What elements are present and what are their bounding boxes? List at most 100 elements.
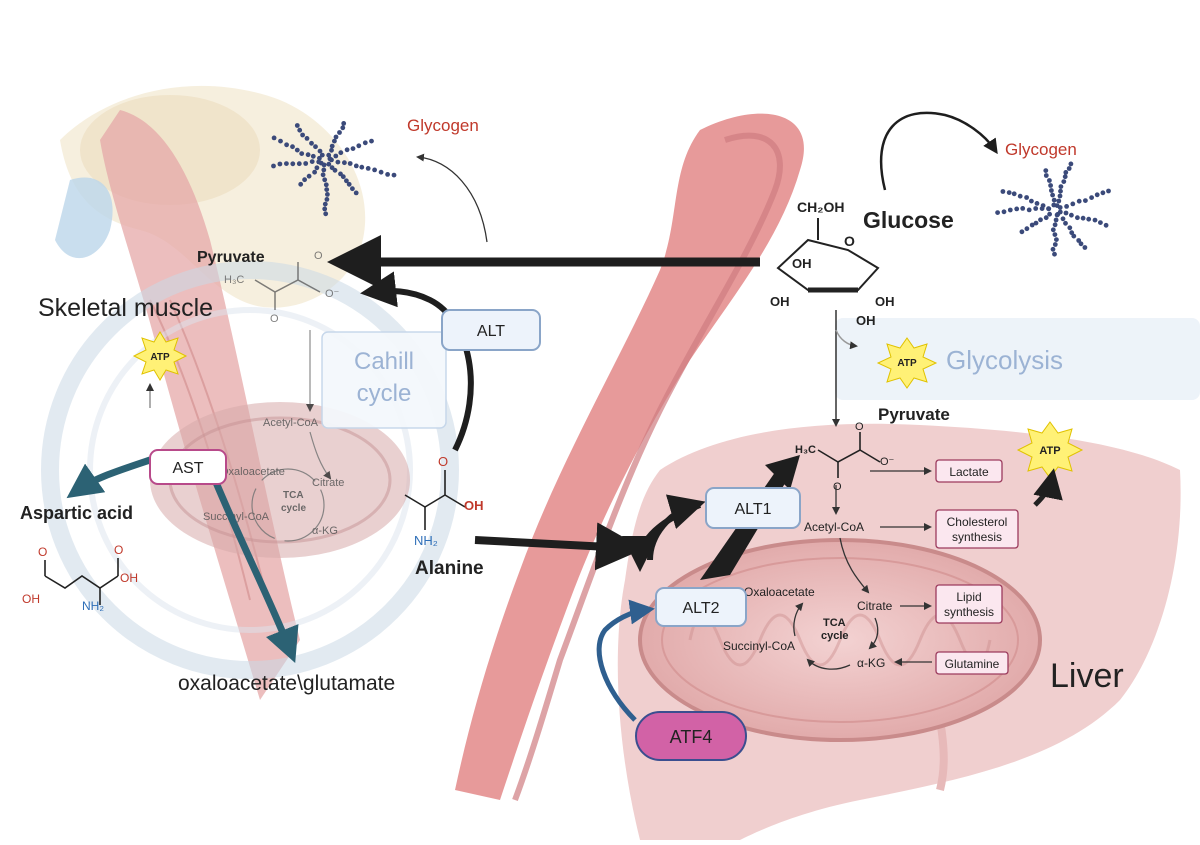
glycogen-dot: [294, 123, 300, 128]
glycogen-dot: [1068, 161, 1074, 167]
glycogen-dot: [391, 172, 397, 178]
glycogen-dot: [365, 166, 371, 171]
glycogen-dot: [322, 201, 328, 207]
muscle-pyruvate-o-bottom: O: [270, 313, 279, 325]
glucose-ch2oh: CH₂OH: [797, 199, 844, 215]
aspartic-o-1: O: [38, 545, 47, 559]
alanine-o: O: [438, 454, 448, 469]
glycogen-dot: [1033, 206, 1039, 211]
glycogen-dot: [1033, 220, 1039, 226]
glycogen-dot: [359, 164, 365, 170]
glycogen-dot: [1070, 201, 1076, 207]
glycogen-dot: [341, 121, 347, 126]
glycogen-dot: [1052, 242, 1058, 247]
glycogen-dot: [378, 169, 384, 175]
glycogen-dot: [1080, 215, 1086, 221]
glycogen-dot: [312, 169, 317, 175]
glycogen-dot: [1020, 206, 1026, 211]
glycogen-dot: [1047, 178, 1052, 183]
muscle-atp-text: ATP: [150, 352, 170, 363]
glycolysis-atp-text: ATP: [897, 358, 917, 369]
glycogen-dot: [1063, 220, 1068, 226]
glycogen-dot: [1052, 232, 1058, 238]
glycogen-dot: [1048, 183, 1053, 188]
cholesterol-line2: synthesis: [952, 530, 1002, 544]
glycogen-dot: [1019, 229, 1025, 235]
glycogen-dot: [326, 152, 332, 158]
muscle-pyruvate-label: Pyruvate: [197, 249, 265, 266]
liver-tca-line2: cycle: [821, 630, 849, 642]
glycogen-dot: [290, 161, 296, 167]
glycogen-dot: [310, 153, 316, 159]
glycogen-dot: [995, 210, 1000, 216]
glycogen-dot: [333, 134, 339, 140]
glycogen-dot: [1052, 251, 1057, 257]
glycogen-dot: [1053, 217, 1059, 223]
glucose-ring-o: O: [844, 233, 855, 249]
cholesterol-box: Cholesterol synthesis: [935, 509, 1019, 549]
glycogen-dot: [1094, 192, 1100, 198]
glycogen-dot: [1063, 170, 1069, 175]
glycogen-dot: [316, 159, 322, 165]
glycogen-dot: [321, 167, 327, 173]
liver-tca-line1: TCA: [823, 617, 846, 629]
glycogen-dot: [1006, 190, 1012, 196]
glycogen-dot: [356, 143, 362, 149]
glycogen-dot: [1071, 233, 1077, 239]
liver-pyruvate-o-minus: O⁻: [880, 456, 895, 468]
glycogen-dot: [1043, 173, 1049, 178]
glycogen-dot: [1058, 188, 1063, 194]
liver-pyruvate-structure: H₃C O O O⁻: [795, 421, 895, 493]
glutamine-box: Glutamine: [935, 651, 1009, 675]
glucose-structure: CH₂OH O OH OH OH OH: [770, 199, 895, 328]
atf4-node-text: ATF4: [670, 727, 713, 747]
glycogen-cluster-icon: [995, 161, 1111, 257]
glycogen-dot: [332, 167, 338, 173]
glycogen-dot: [284, 142, 289, 148]
glycogen-dot: [338, 150, 344, 156]
aspartic-nh2: NH₂: [82, 599, 104, 613]
muscle-oxaloacetate: Oxaloacetate: [220, 466, 285, 478]
muscle-tca: Acetyl-CoA Oxaloacetate Citrate TCA cycl…: [203, 330, 344, 542]
liver-pyruvate-o-top: O: [855, 421, 864, 433]
cahill-line1: Cahill: [354, 348, 414, 375]
glycogen-dot: [326, 161, 332, 167]
glycogen-dot: [1049, 188, 1054, 193]
glycogen-dot: [324, 187, 330, 193]
glycogen-dot: [314, 165, 320, 171]
alanine-structure: O OH NH₂: [404, 454, 484, 548]
glycogen-dot: [362, 140, 368, 146]
glycogen-dot: [290, 144, 295, 150]
liver-akg: α-KG: [857, 656, 885, 670]
glycogen-dot: [325, 192, 330, 197]
muscle-acetyl-coa: Acetyl-CoA: [263, 417, 319, 429]
liver-citrate: Citrate: [857, 599, 893, 613]
muscle-pyruvate-structure: H₃C O O O⁻: [224, 250, 340, 325]
glycogen-dot: [340, 125, 346, 131]
glycogen-dot: [1054, 212, 1060, 218]
glycogen-dot: [1106, 188, 1111, 194]
alanine-label: Alanine: [415, 558, 484, 579]
alt-node: ALT: [441, 309, 541, 351]
glycogen-dot: [323, 182, 329, 188]
glucose-oh-2: OH: [770, 294, 790, 309]
glycogen-dot: [297, 127, 303, 133]
glycogen-dot: [1057, 193, 1063, 199]
cahill-cycle-box: Cahill cycle: [321, 331, 447, 429]
glycogen-dot: [1063, 210, 1069, 216]
glycogen-dot: [1069, 212, 1074, 218]
glycogen-dot: [1024, 226, 1030, 232]
glycogen-dot: [1075, 215, 1080, 221]
glycogen-dot: [1103, 222, 1109, 228]
glycogen-dot: [324, 197, 330, 202]
glycogen-dot: [1100, 190, 1106, 196]
glycogen-dot: [313, 144, 318, 150]
glycogen-dot: [353, 190, 359, 196]
glycogen-dot: [1076, 198, 1082, 204]
aspartic-acid-label: Aspartic acid: [20, 503, 133, 523]
glycogen-dot: [1086, 216, 1092, 222]
lactate-box: Lactate: [935, 459, 1003, 483]
glycogen-dot: [344, 147, 350, 153]
glycogen-dot: [1001, 209, 1007, 215]
glycogen-dot: [372, 167, 377, 173]
